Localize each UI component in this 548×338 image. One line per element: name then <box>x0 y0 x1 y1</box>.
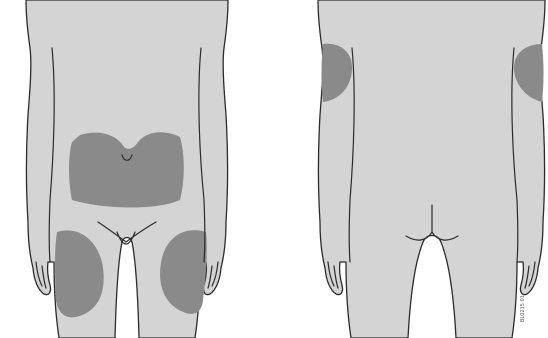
image-code: BL0215 01 <box>520 295 526 322</box>
front-view <box>26 0 228 338</box>
back-view: BL0215 01 <box>318 0 545 338</box>
